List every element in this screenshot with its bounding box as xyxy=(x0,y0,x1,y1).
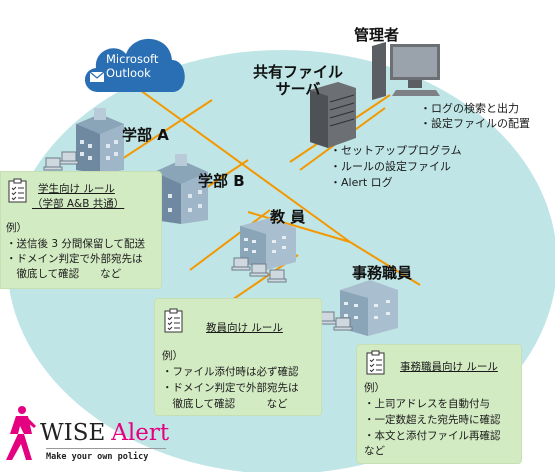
server-note: ・Alert ログ xyxy=(330,176,393,189)
logo-brand-wise: WISE xyxy=(40,420,106,446)
building-dept-a-icon xyxy=(76,108,124,174)
staff-rule-item: など xyxy=(364,445,385,457)
server-label-line2: サーバ xyxy=(275,80,321,98)
faculty-rule-item: ・ドメイン判定で外部宛先は xyxy=(162,382,299,394)
faculty-label: 教 員 xyxy=(270,208,306,226)
checklist-icon xyxy=(8,178,27,203)
logo-tagline: Make your own policy xyxy=(46,452,149,462)
server-note: ・ルールの設定ファイル xyxy=(330,160,451,173)
laptop-icon xyxy=(249,263,269,277)
outlook-label-line2: Outlook xyxy=(106,66,151,80)
admin-label: 管理者 xyxy=(354,26,400,44)
staff-rule-item: ・一定数超えた宛先時に確認 xyxy=(364,414,501,426)
faculty-rules-example: 例） xyxy=(162,350,183,362)
outlook-label: Microsoft Outlook xyxy=(106,52,158,80)
student-rules-subtitle: （学部 A&B 共通） xyxy=(32,198,125,210)
dept-b-label: 学部 B xyxy=(198,172,245,190)
dept-a-label: 学部 A xyxy=(122,126,169,144)
student-rule-item: 徹底して確認 など xyxy=(6,268,122,280)
laptop-icon xyxy=(59,151,79,165)
outlook-label-line1: Microsoft xyxy=(106,52,159,66)
faculty-rules-title: 教員向け ルール xyxy=(206,322,283,334)
staff-rules-title: 事務職員向け ルール xyxy=(400,361,498,373)
staff-rule-item: ・上司アドレスを自動付与 xyxy=(364,398,490,410)
admin-pc-icon xyxy=(372,42,440,100)
student-rules-title: 学生向け ルール xyxy=(38,183,115,195)
logo-divider xyxy=(46,448,166,449)
admin-note: ・設定ファイルの配置 xyxy=(420,117,530,130)
admin-note: ・ログの検索と出力 xyxy=(420,102,519,115)
building-faculty-icon xyxy=(240,218,296,270)
outlook-cloud-icon xyxy=(84,38,185,92)
server-label-line1: 共有ファイル xyxy=(252,63,343,81)
student-rule-item: ・ドメイン判定で外部宛先は xyxy=(6,253,143,265)
student-rules-box xyxy=(0,171,162,289)
faculty-rule-item: 徹底して確認 など xyxy=(162,398,288,410)
laptop-icon xyxy=(333,317,353,331)
laptop-icon xyxy=(231,257,251,271)
server-note: ・セットアッププログラム xyxy=(330,144,462,157)
student-rule-item: ・送信後 3 分間保留して配送 xyxy=(6,238,146,250)
file-server-icon xyxy=(310,82,356,148)
server-label: 共有ファイル サーバ xyxy=(252,64,344,98)
checklist-icon xyxy=(164,308,183,333)
wise-alert-figure-icon xyxy=(6,406,36,460)
laptop-icon xyxy=(267,269,287,283)
staff-rule-item: ・本文と添付ファイル再確認 xyxy=(364,430,501,442)
office-label: 事務職員 xyxy=(352,264,413,282)
laptop-icon xyxy=(43,157,63,171)
logo-brand-alert: Alert xyxy=(111,420,170,446)
faculty-rule-item: ・ファイル添付時は必ず確認 xyxy=(162,366,299,378)
staff-rules-example: 例） xyxy=(364,382,385,394)
student-rules-example: 例） xyxy=(6,222,27,234)
checklist-icon xyxy=(366,350,385,375)
